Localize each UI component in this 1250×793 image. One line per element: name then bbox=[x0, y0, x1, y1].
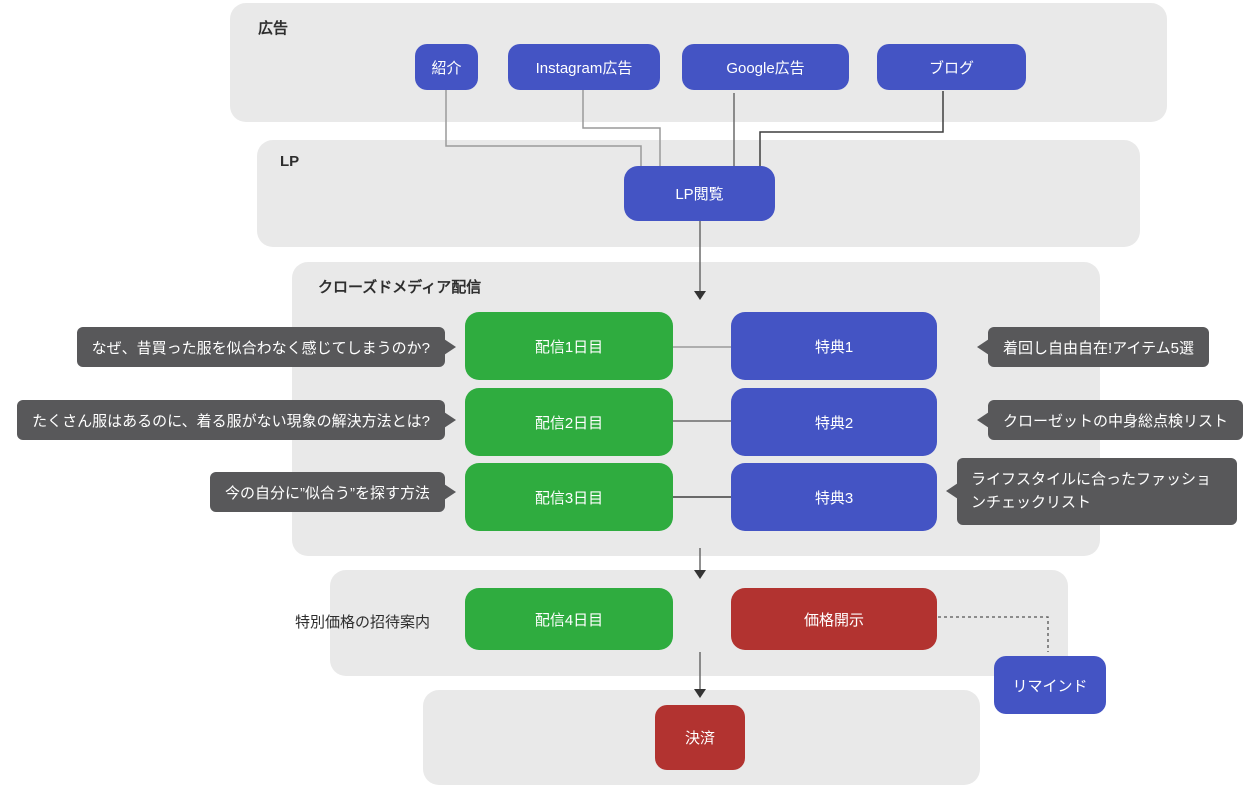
node-delivery-day4: 配信4日目 bbox=[465, 588, 673, 650]
callout-text: ライフスタイルに合ったファッションチェックリスト bbox=[971, 471, 1212, 512]
node-blog: ブログ bbox=[877, 44, 1026, 90]
node-bonus2: 特典2 bbox=[731, 388, 937, 456]
callout-tail bbox=[977, 339, 989, 355]
section-closed-media-label: クローズドメディア配信 bbox=[318, 279, 482, 296]
section-ads-label: 広告 bbox=[258, 20, 289, 37]
node-google-ad: Google広告 bbox=[682, 44, 849, 90]
node-delivery-day1: 配信1日目 bbox=[465, 312, 673, 380]
section-special-offer bbox=[330, 570, 1068, 676]
callout-bonus1-detail: 着回し自由自在!アイテム5選 bbox=[977, 327, 1210, 367]
node-delivery-day2: 配信2日目 bbox=[465, 388, 673, 456]
node-remind: リマインド bbox=[994, 656, 1106, 714]
node-payment: 決済 bbox=[655, 705, 745, 770]
callout-bonus2-detail: クローゼットの中身総点検リスト bbox=[977, 400, 1244, 440]
section-special-offer-label: 特別価格の招待案内 bbox=[295, 614, 431, 631]
callout-text: クローゼットの中身総点検リスト bbox=[1003, 412, 1229, 430]
callout-bonus3-detail: ライフスタイルに合ったファッションチェックリスト bbox=[946, 458, 1237, 525]
callout-tail bbox=[444, 339, 456, 355]
node-bonus1: 特典1 bbox=[731, 312, 937, 380]
callout-text: なぜ、昔買った服を似合わなく感じてしまうのか? bbox=[91, 339, 430, 357]
node-referral: 紹介 bbox=[415, 44, 478, 90]
node-price-reveal: 価格開示 bbox=[731, 588, 937, 650]
callout-tail bbox=[946, 483, 958, 500]
callout-tail bbox=[444, 412, 456, 428]
callout-day2-topic: たくさん服はあるのに、着る服がない現象の解決方法とは? bbox=[17, 400, 456, 440]
node-instagram-ad: Instagram広告 bbox=[508, 44, 660, 90]
callout-day1-topic: なぜ、昔買った服を似合わなく感じてしまうのか? bbox=[76, 327, 456, 367]
node-delivery-day3: 配信3日目 bbox=[465, 463, 673, 531]
callout-text: 今の自分に”似合う”を探す方法 bbox=[225, 484, 430, 502]
callout-day3-topic: 今の自分に”似合う”を探す方法 bbox=[210, 472, 456, 512]
callout-tail bbox=[977, 412, 989, 428]
node-lp-view: LP閲覧 bbox=[624, 166, 775, 221]
callout-text: 着回し自由自在!アイテム5選 bbox=[1003, 339, 1195, 357]
node-bonus3: 特典3 bbox=[731, 463, 937, 531]
callout-text: たくさん服はあるのに、着る服がない現象の解決方法とは? bbox=[32, 412, 430, 430]
section-lp-label: LP bbox=[280, 153, 300, 170]
callout-tail bbox=[444, 484, 456, 500]
